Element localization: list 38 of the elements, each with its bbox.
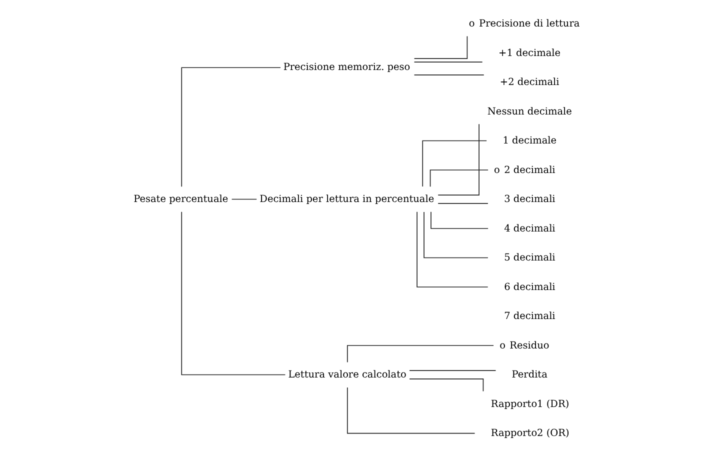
node-label: o — [500, 340, 506, 352]
node-text: +1 decimale — [498, 48, 561, 59]
connector — [438, 124, 480, 196]
node-text: Lettura valore calcolato — [288, 369, 406, 380]
connector — [424, 212, 488, 258]
connector — [346, 345, 494, 363]
connector — [414, 74, 484, 76]
node-text: Decimali per lettura in percentuale — [260, 194, 434, 205]
node-text: Rapporto2 (OR) — [490, 428, 570, 440]
connector — [414, 36, 468, 59]
node-text: 2 decimali — [504, 164, 556, 176]
node-text: +2 decimali — [500, 77, 560, 88]
node-text: 7 decimali — [504, 311, 556, 322]
node-text: Residuo — [510, 340, 550, 352]
connector — [409, 378, 484, 392]
node-text: 4 decimali — [504, 223, 556, 234]
node-text: Nessun decimale — [487, 106, 572, 118]
connector — [181, 211, 286, 376]
connector — [346, 387, 476, 434]
node-text: Pesate percentuale — [134, 194, 228, 205]
node-label: o — [494, 164, 500, 176]
connector — [438, 203, 488, 204]
connector — [409, 370, 496, 371]
node-text: Precisione di lettura — [479, 18, 580, 30]
node-text: 5 decimali — [504, 252, 556, 264]
node-text: 1 decimale — [502, 136, 557, 147]
connector — [416, 211, 488, 288]
connector — [430, 170, 488, 188]
connector — [231, 198, 258, 200]
node-label: o — [468, 18, 475, 30]
connector — [422, 140, 487, 187]
connector — [430, 211, 488, 229]
node-text: Precisione memoriz. peso — [283, 62, 410, 74]
node-text: 6 decimali — [504, 282, 556, 293]
node-text: Perdita — [512, 370, 548, 381]
connector — [181, 67, 281, 188]
node-text: 3 decimali — [504, 194, 556, 206]
node-text: Rapporto1 (DR) — [490, 398, 570, 410]
